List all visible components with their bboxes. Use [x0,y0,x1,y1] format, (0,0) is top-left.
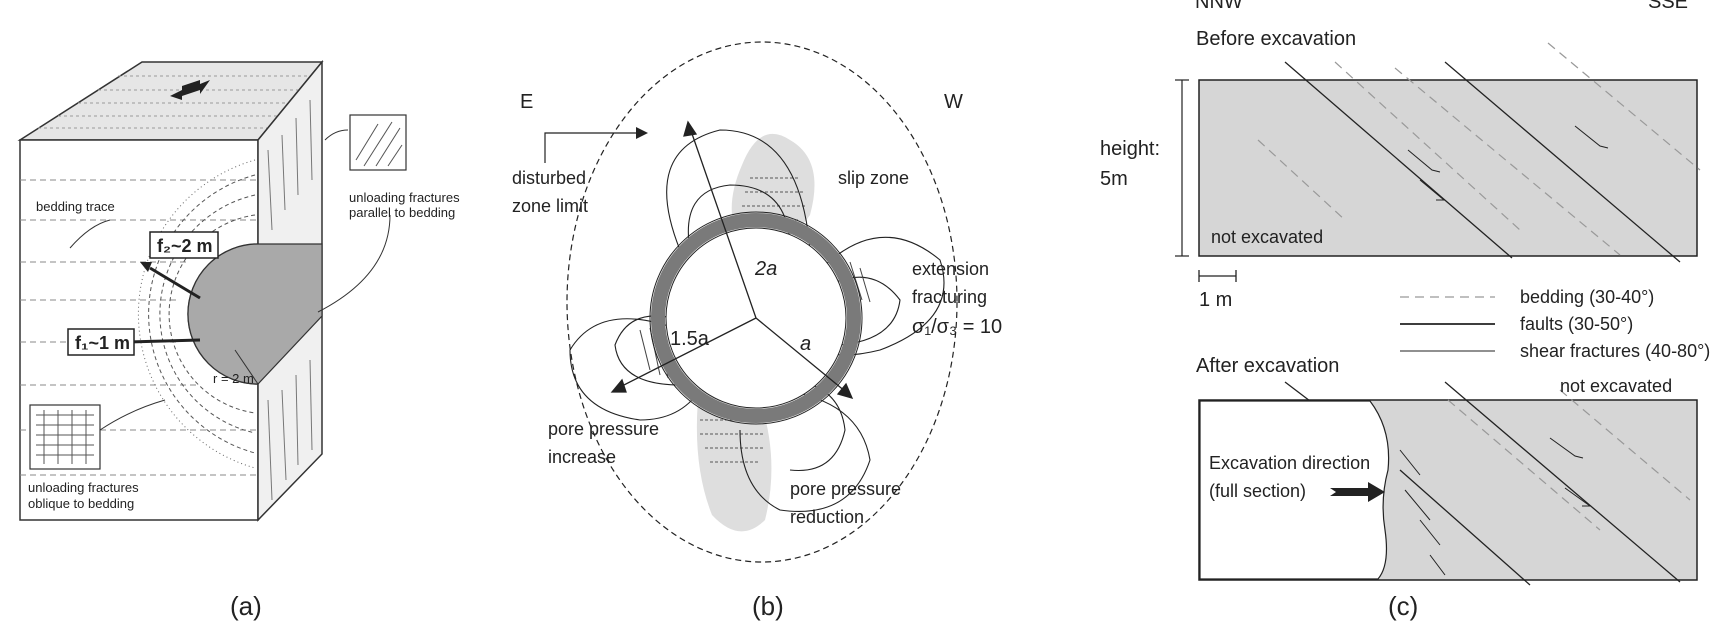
panel-c-excavation-sections: NNW SSE Before excavation height: 5m not [1100,0,1710,621]
label-unloading-parallel-2: parallel to bedding [349,205,455,220]
legend-shear: shear fractures (40-80°) [1520,341,1710,361]
label-radius-15a: 1.5a [670,328,710,350]
label-scale-1m: 1 m [1199,289,1232,311]
legend-bedding: bedding (30-40°) [1520,287,1654,307]
label-pp-increase-1: pore pressure [548,419,659,439]
label-excavation-2: (full section) [1209,481,1306,501]
label-radius-2a: 2a [754,258,777,280]
label-height-1: height: [1100,138,1160,160]
label-pp-increase-2: increase [548,447,616,467]
label-not-excavated-before: not excavated [1211,227,1323,247]
label-west: W [944,91,963,113]
label-disturbed-1: disturbed [512,168,586,188]
panel-a-block-diagram: bedding trace unloading fractures parall… [17,59,460,621]
label-sse: SSE [1648,0,1688,13]
block-arrow-icon [170,80,210,100]
label-stress-ratio: σ₁/σ₃ = 10 [912,316,1002,338]
label-height-2: 5m [1100,168,1128,190]
before-section-box [1198,79,1698,257]
label-nnw: NNW [1195,0,1243,13]
label-pp-reduction-1: pore pressure [790,479,901,499]
tunnel-lining-ring [651,213,861,423]
label-after-excavation: After excavation [1196,355,1339,377]
excavation-direction-arrow-icon [1330,482,1385,502]
caption-c: (c) [1388,591,1418,621]
label-disturbed-2: zone limit [512,196,588,216]
inset-oblique-fractures [29,404,101,470]
caption-a: (a) [230,591,262,621]
label-east: E [520,91,533,113]
label-radius-a: a [800,333,811,355]
label-unloading-parallel-1: unloading fractures [349,190,460,205]
label-excavation-1: Excavation direction [1209,453,1370,473]
inset-parallel-fractures [349,114,407,171]
caption-b: (b) [752,591,784,621]
label-before-excavation: Before excavation [1196,28,1356,50]
label-unloading-oblique-1: unloading fractures [28,480,139,495]
label-extension-1: extension [912,259,989,279]
tunnel-opening [187,243,323,385]
legend-faults: faults (30-50°) [1520,314,1633,334]
label-bedding-trace: bedding trace [36,199,115,214]
panel-b-tunnel-section: E W disturbed zone limit slip zone exten… [512,41,1002,621]
label-f1: f₁~1 m [75,333,130,353]
label-not-excavated-after: not excavated [1560,376,1672,396]
label-radius: r = 2 m [213,371,254,386]
label-slip-zone: slip zone [838,168,909,188]
label-extension-2: fracturing [912,287,987,307]
label-unloading-oblique-2: oblique to bedding [28,496,134,511]
legend: bedding (30-40°) faults (30-50°) shear f… [1400,287,1710,361]
label-f2: f₂~2 m [157,236,213,256]
excavated-area [1199,400,1390,580]
label-pp-reduction-2: reduction [790,507,864,527]
